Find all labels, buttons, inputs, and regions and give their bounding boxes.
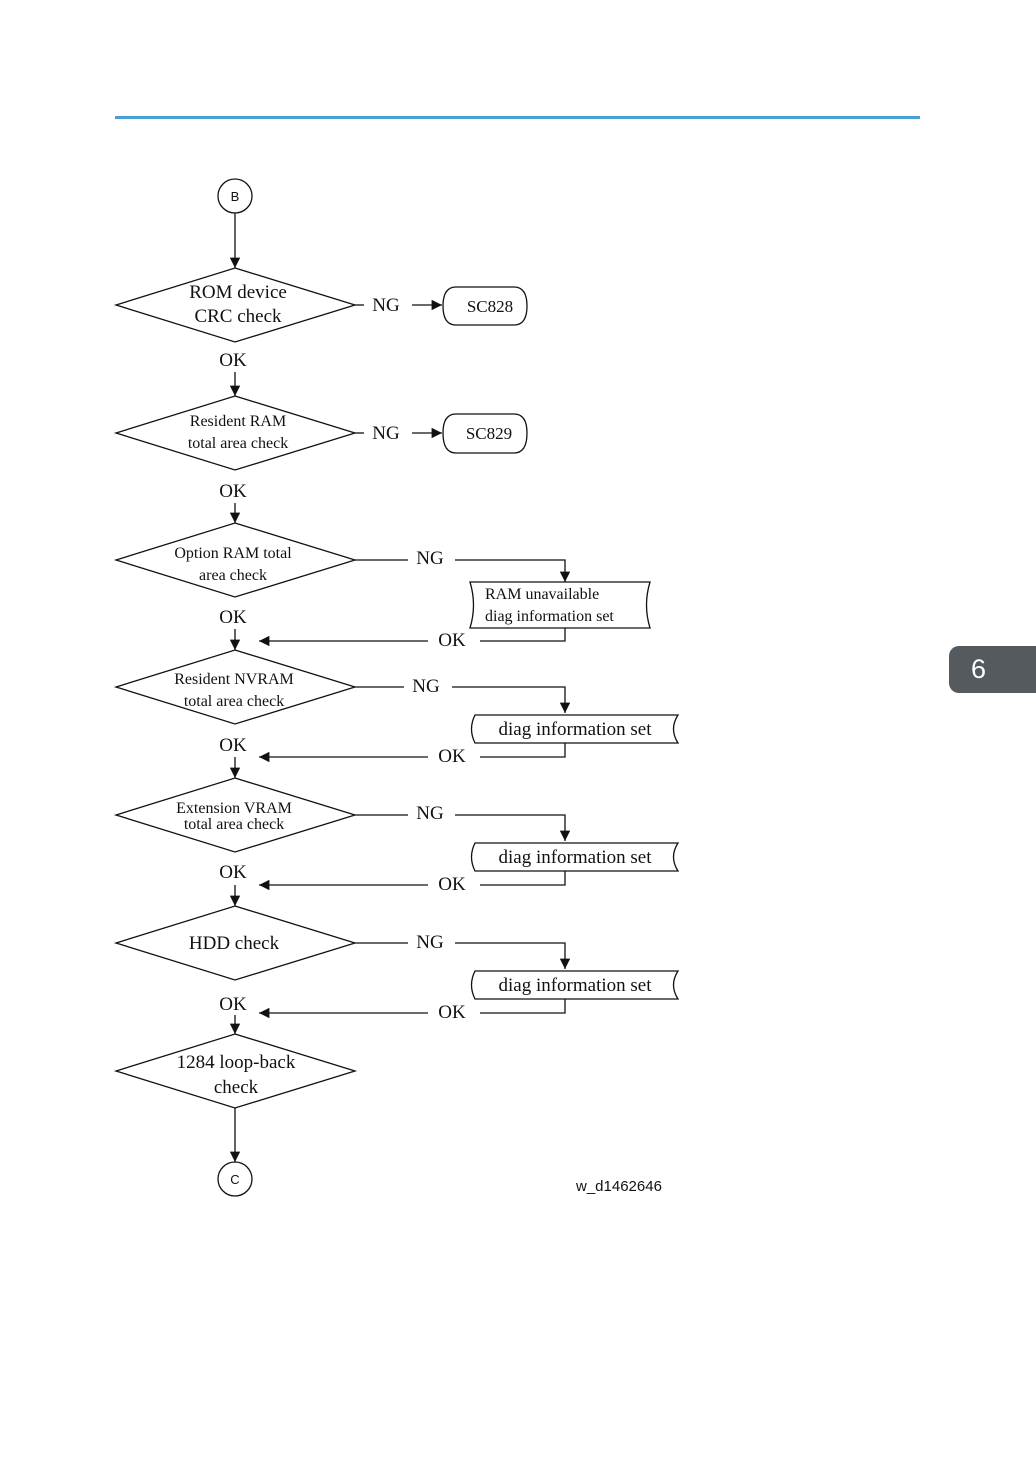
ok-label: OK — [438, 746, 466, 767]
svg-text:SC829: SC829 — [466, 424, 512, 443]
ng-label: NG — [412, 676, 440, 697]
ok-label: OK — [219, 481, 247, 502]
svg-text:total area check: total area check — [188, 435, 288, 452]
ok-label: OK — [219, 994, 247, 1015]
process-diag-information-set-3: diag information set — [470, 970, 680, 1000]
ok-label: OK — [219, 607, 247, 628]
process-ram-unavailable: RAM unavailable diag information set — [469, 581, 651, 629]
end-connector: C — [217, 1161, 253, 1197]
svg-text:Resident RAM: Resident RAM — [190, 413, 286, 430]
svg-text:diag information set: diag information set — [485, 608, 614, 625]
svg-text:Resident NVRAM: Resident NVRAM — [174, 671, 294, 688]
decision-1284-loop-back-check: 1284 loop-back check — [113, 1033, 358, 1109]
ng-label: NG — [416, 932, 444, 953]
svg-text:1284 loop-back: 1284 loop-back — [177, 1052, 296, 1073]
svg-text:total area check: total area check — [184, 816, 284, 833]
ok-label: OK — [219, 735, 247, 756]
figure-id: w_d1462646 — [575, 1178, 662, 1195]
svg-text:Extension VRAM: Extension VRAM — [176, 800, 292, 817]
decision-resident-ram-check: Resident RAM total area check — [113, 395, 358, 471]
ok-label: OK — [219, 350, 247, 371]
svg-text:SC828: SC828 — [467, 297, 513, 316]
svg-text:C: C — [230, 1172, 239, 1187]
svg-text:total area check: total area check — [184, 693, 284, 710]
decision-hdd-check: HDD check — [113, 905, 358, 981]
sc828-terminator: SC828 — [442, 286, 528, 326]
ok-label: OK — [438, 1002, 466, 1023]
ok-label: OK — [219, 862, 247, 883]
svg-text:Option RAM total: Option RAM total — [174, 545, 292, 562]
svg-text:B: B — [231, 189, 240, 204]
svg-text:diag information set: diag information set — [498, 719, 652, 740]
svg-text:ROM device: ROM device — [189, 282, 287, 303]
ng-label: NG — [372, 423, 400, 444]
ng-label: NG — [416, 548, 444, 569]
chapter-tab-number: 6 — [971, 654, 987, 684]
ng-label: NG — [416, 803, 444, 824]
ng-label: NG — [372, 295, 400, 316]
start-connector: B — [217, 178, 253, 214]
svg-text:CRC check: CRC check — [194, 306, 282, 327]
header-rule — [115, 116, 920, 119]
ok-label: OK — [438, 630, 466, 651]
svg-text:diag information set: diag information set — [498, 975, 652, 996]
decision-resident-nvram-check: Resident NVRAM total area check — [113, 649, 358, 725]
svg-text:check: check — [214, 1077, 259, 1098]
chapter-tab[interactable]: 6 — [949, 646, 1036, 693]
decision-rom-crc-check: ROM device CRC check — [113, 267, 358, 343]
sc829-terminator: SC829 — [442, 413, 528, 454]
process-diag-information-set-1: diag information set — [470, 714, 680, 744]
decision-option-ram-check: Option RAM total area check — [113, 522, 358, 598]
svg-text:HDD check: HDD check — [189, 933, 280, 954]
svg-text:diag information set: diag information set — [498, 847, 652, 868]
ok-label: OK — [438, 874, 466, 895]
decision-extension-vram-check: Extension VRAM total area check — [113, 777, 358, 853]
svg-text:RAM unavailable: RAM unavailable — [485, 586, 599, 603]
process-diag-information-set-2: diag information set — [470, 842, 680, 872]
svg-text:area check: area check — [199, 567, 267, 584]
